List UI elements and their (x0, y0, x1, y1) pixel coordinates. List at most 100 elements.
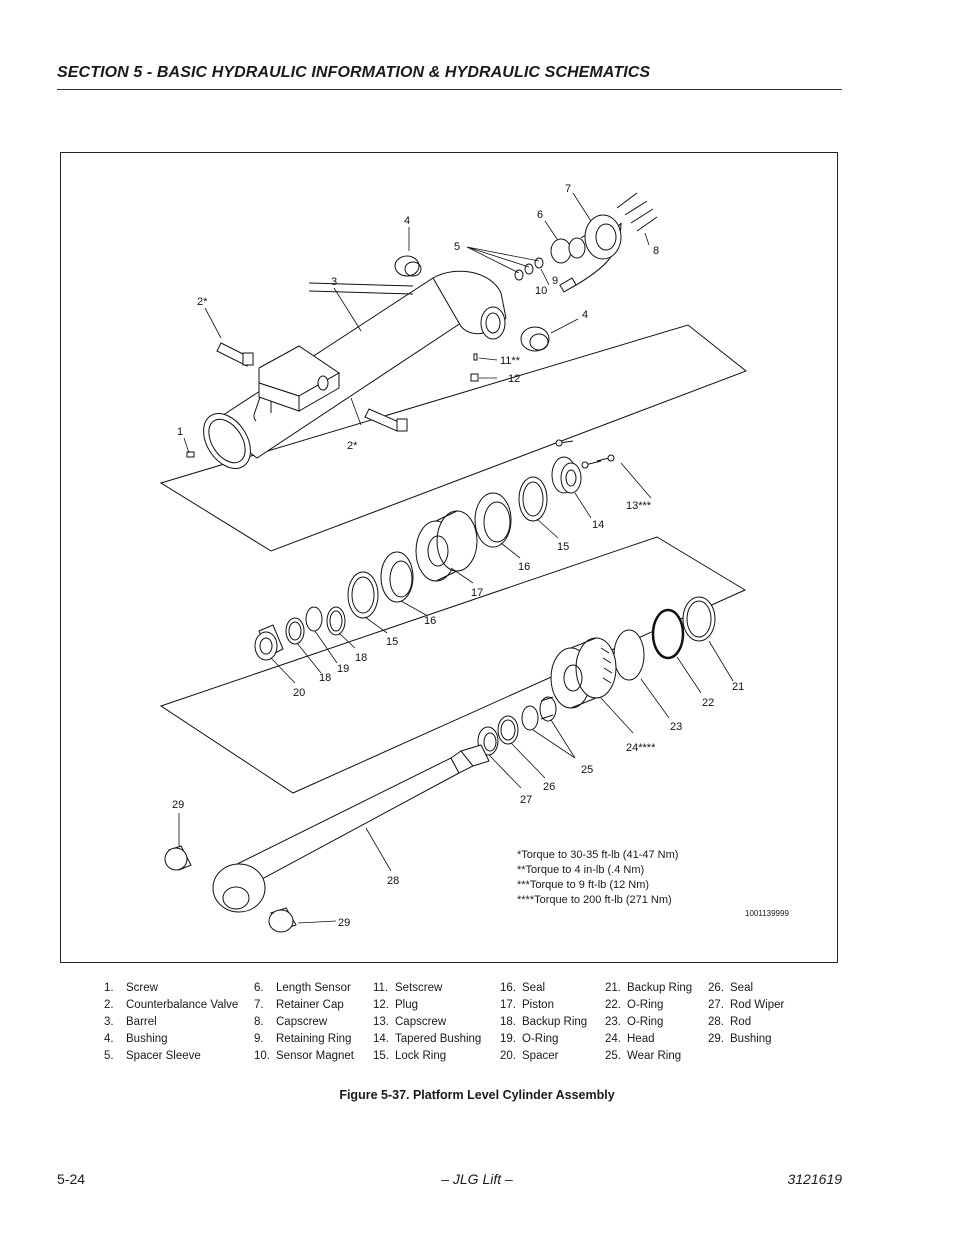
legend-item: 14.Tapered Bushing (373, 1033, 482, 1045)
callout-26: 26 (543, 781, 555, 793)
callout-2-lower: 2* (347, 440, 358, 452)
seal-26 (497, 715, 519, 745)
legend-item: 22.O-Ring (605, 999, 664, 1011)
legend-item: 23.O-Ring (605, 1016, 664, 1028)
legend-item: 26.Seal (708, 982, 754, 994)
barrel (203, 270, 507, 469)
callout-4-upper: 4 (404, 215, 410, 227)
legend-item: 25.Wear Ring (605, 1050, 682, 1062)
bushing-29-upper (164, 845, 192, 871)
wear-rings-25 (521, 696, 557, 731)
tapered-bushing (551, 456, 582, 494)
header-divider (57, 89, 842, 90)
legend-item: 20.Spacer (500, 1050, 559, 1062)
legend-item: 5.Spacer Sleeve (104, 1050, 201, 1062)
document-number: 3121619 (787, 1171, 842, 1187)
setscrew-and-plug (470, 353, 479, 382)
legend-item: 7.Retainer Cap (254, 999, 344, 1011)
callout-12: 12 (508, 373, 520, 385)
inset-plane-upper (159, 324, 748, 552)
lock-ring-15-lower (347, 571, 379, 619)
torque-note: ****Torque to 200 ft-lb (271 Nm) (517, 894, 672, 906)
callout-8: 8 (653, 245, 659, 257)
legend-column-6: 26.Seal 27.Rod Wiper 28.Rod 29.Bushing (708, 980, 784, 1048)
callout-15-upper: 15 (557, 541, 569, 553)
callout-21: 21 (732, 681, 744, 693)
legend-item: 29.Bushing (708, 1033, 772, 1045)
lock-ring-15-upper (518, 476, 548, 522)
callout-14: 14 (592, 519, 604, 531)
callout-9: 9 (552, 275, 558, 287)
legend-item: 10.Sensor Magnet (254, 1050, 354, 1062)
figure-frame: 1 2* 2* 3 4 4 5 6 7 8 9 10 11** 12 13***… (60, 152, 838, 963)
callout-3: 3 (331, 276, 337, 288)
section-title: SECTION 5 - BASIC HYDRAULIC INFORMATION … (57, 64, 651, 81)
piston (415, 510, 478, 582)
backup-ring-21 (682, 596, 716, 642)
torque-note: **Torque to 4 in-lb (.4 Nm) (517, 864, 645, 876)
counterbalance-valve-upper (216, 342, 254, 367)
legend-item: 2.Counterbalance Valve (104, 999, 239, 1011)
bushing-4-lower (520, 326, 550, 352)
legend-item: 6.Length Sensor (254, 982, 351, 994)
sensor-magnet-and-rings (514, 257, 544, 281)
callout-16-upper: 16 (518, 561, 530, 573)
spacer-20 (254, 624, 284, 661)
callout-18-upper: 18 (355, 652, 367, 664)
legend-item: 12.Plug (373, 999, 419, 1011)
callout-29-lower: 29 (338, 917, 350, 929)
callout-29-upper: 29 (172, 799, 184, 811)
screw-1 (186, 451, 195, 458)
seal-16-upper (474, 492, 512, 548)
legend-item: 24.Head (605, 1033, 655, 1045)
legend-item: 17.Piston (500, 999, 554, 1011)
drawing-id: 1001139999 (745, 909, 789, 918)
bushing-29-lower (268, 907, 297, 933)
callout-4-lower: 4 (582, 309, 588, 321)
callout-5: 5 (454, 241, 460, 253)
callout-19: 19 (337, 663, 349, 675)
o-ring-19 (305, 606, 323, 632)
legend-column-3: 11.Setscrew 12.Plug 13.Capscrew 14.Taper… (373, 980, 481, 1065)
legend-item: 21.Backup Ring (605, 982, 693, 994)
callout-20: 20 (293, 687, 305, 699)
legend-item: 11.Setscrew (373, 982, 443, 994)
legend-column-1: 1.Screw 2.Counterbalance Valve 3.Barrel … (104, 980, 238, 1065)
head-24 (550, 637, 617, 709)
capscrews-8 (616, 192, 658, 232)
callout-22: 22 (702, 697, 714, 709)
counterbalance-block (258, 345, 340, 412)
torque-notes: *Torque to 30-35 ft-lb (41-47 Nm) **Torq… (517, 848, 678, 908)
legend-column-2: 6.Length Sensor 7.Retainer Cap 8.Capscre… (254, 980, 354, 1065)
legend-item: 28.Rod (708, 1016, 752, 1028)
legend-item: 27.Rod Wiper (708, 999, 785, 1011)
callout-25: 25 (581, 764, 593, 776)
legend-item: 13.Capscrew (373, 1016, 447, 1028)
torque-note: ***Torque to 9 ft-lb (12 Nm) (517, 879, 650, 891)
callout-24: 24**** (626, 742, 656, 754)
legend-item: 16.Seal (500, 982, 546, 994)
o-ring-23 (613, 629, 645, 681)
legend-item: 8.Capscrew (254, 1016, 328, 1028)
torque-note: *Torque to 30-35 ft-lb (41-47 Nm) (517, 849, 679, 861)
backup-ring-18-lower (285, 617, 305, 645)
legend-item: 15.Lock Ring (373, 1050, 447, 1062)
callout-16-lower: 16 (424, 615, 436, 627)
counterbalance-valve-lower (364, 408, 408, 432)
capscrews-13 (555, 439, 615, 469)
callout-10: 10 (535, 285, 547, 297)
page-number: 5-24 (57, 1171, 86, 1187)
rod-28 (212, 744, 490, 913)
exploded-view-drawing: 1 2* 2* 3 4 4 5 6 7 8 9 10 11** 12 13***… (159, 183, 748, 933)
legend-item: 3.Barrel (104, 1016, 157, 1028)
callout-6: 6 (537, 209, 543, 221)
figure-caption: Figure 5-37. Platform Level Cylinder Ass… (339, 1088, 615, 1102)
callout-7: 7 (565, 183, 571, 195)
callout-11: 11** (500, 355, 521, 367)
backup-ring-18-upper (326, 606, 346, 636)
legend-column-4: 16.Seal 17.Piston 18.Backup Ring 19.O-Ri… (500, 980, 587, 1065)
legend-item: 1.Screw (104, 982, 158, 994)
legend-item: 4.Bushing (104, 1033, 168, 1045)
callout-28: 28 (387, 875, 399, 887)
retainer-cap (584, 214, 622, 260)
